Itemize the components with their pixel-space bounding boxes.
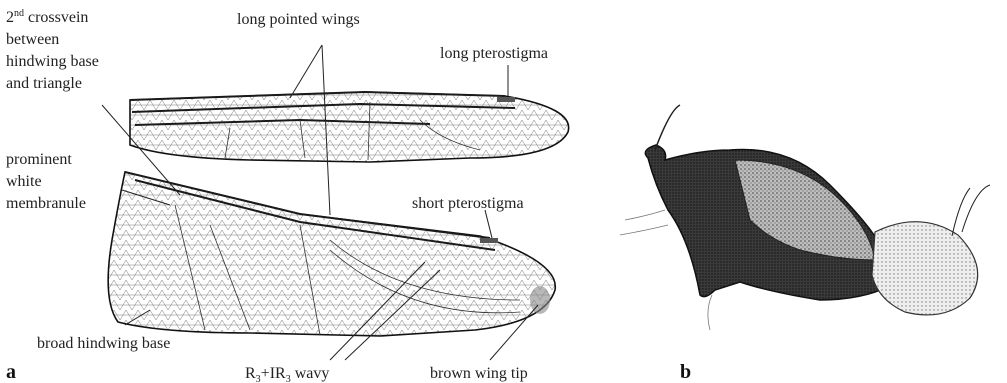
label-long-pointed-wings: long pointed wings	[237, 11, 360, 28]
label-r3-ir3-wavy: R3+IR3 wavy	[245, 365, 329, 383]
label-membranule-line1: prominent	[6, 151, 72, 168]
brown-wing-tip-mark	[530, 286, 550, 314]
panel-label-b: b	[680, 361, 691, 383]
label-membranule-line2: white	[6, 173, 42, 190]
label-brown-wing-tip: brown wing tip	[430, 365, 528, 382]
panel-b-appendage: b	[620, 105, 990, 383]
panel-a-wings: 2nd crossvein between hindwing base and …	[6, 8, 569, 383]
label-crossvein-line4: and triangle	[6, 75, 82, 92]
forewing-pterostigma	[497, 97, 515, 102]
label-long-pterostigma: long pterostigma	[440, 45, 548, 62]
label-crossvein-line2: between	[6, 31, 59, 48]
hindwing-pterostigma	[480, 238, 498, 243]
forewing	[130, 92, 569, 162]
label-crossvein-line1: 2nd crossvein	[6, 8, 88, 26]
label-short-pterostigma: short pterostigma	[412, 195, 524, 212]
label-membranule-line3: membranule	[6, 195, 86, 212]
panel-label-a: a	[6, 361, 16, 383]
label-crossvein-line3: hindwing base	[6, 53, 99, 70]
label-broad-hindwing-base: broad hindwing base	[37, 335, 170, 352]
appendage-bristle	[655, 105, 680, 150]
appendage-light-segment	[872, 222, 978, 315]
appendage-setae	[952, 185, 990, 236]
